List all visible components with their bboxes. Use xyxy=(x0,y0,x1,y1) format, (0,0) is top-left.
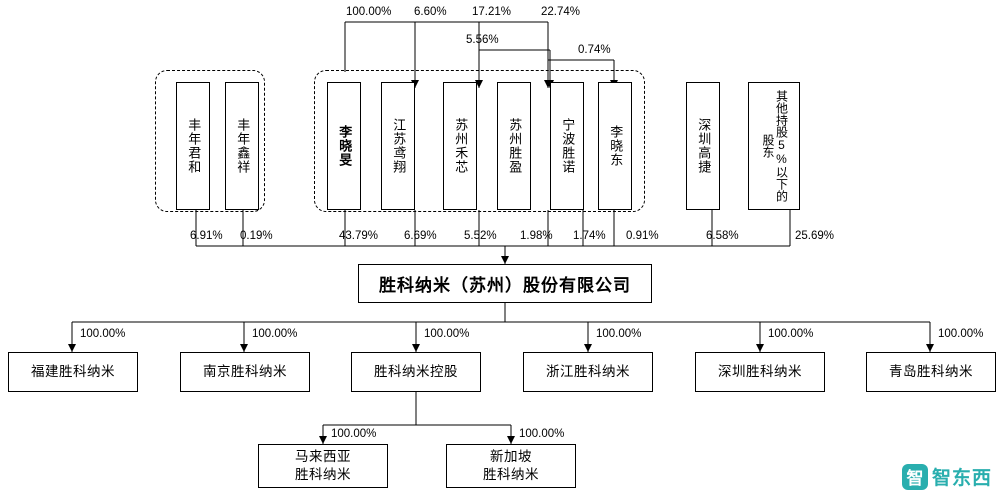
sub-subsidiary-node-singapore[interactable]: 新加坡 胜科纳米 xyxy=(446,444,576,488)
main-company-node[interactable]: 胜科纳米（苏州）股份有限公司 xyxy=(358,264,652,303)
pct-lixiaomin: 43.79% xyxy=(339,230,379,242)
watermark-logo-icon: 智 xyxy=(901,463,928,490)
sub-subsidiary-singapore-line2: 胜科纳米 xyxy=(483,467,539,482)
top-pct-1721: 17.21% xyxy=(472,6,512,18)
pct-shenzhengaojie: 6.58% xyxy=(706,230,739,242)
shareholder-node-suzhoushengying[interactable]: 苏州胜盈 xyxy=(497,82,531,210)
sub-subsidiary-node-malaysia[interactable]: 马来西亚 胜科纳米 xyxy=(258,444,388,488)
pct-sub-fujian: 100.00% xyxy=(80,328,126,340)
top-pct-100: 100.00% xyxy=(346,6,392,18)
shareholder-node-shenzhengaojie[interactable]: 深圳高捷 xyxy=(686,82,720,210)
pct-sub-holding: 100.00% xyxy=(424,328,470,340)
pct-suzhouhexin: 5.52% xyxy=(464,230,497,242)
pct-fengnianxinxiang: 0.19% xyxy=(240,230,273,242)
pct-other-shareholders: 25.69% xyxy=(795,230,835,242)
pct-sub-nanjing: 100.00% xyxy=(252,328,298,340)
watermark: 智 智东西 xyxy=(901,463,992,490)
shareholder-node-fengnianxinxiang[interactable]: 丰年鑫祥 xyxy=(225,82,259,210)
subsidiary-node-nanjing[interactable]: 南京胜科纳米 xyxy=(180,352,310,392)
top-pct-660: 6.60% xyxy=(414,6,447,18)
pct-suzhoushengying: 1.98% xyxy=(520,230,553,242)
subsidiary-node-shenzhen[interactable]: 深圳胜科纳米 xyxy=(695,352,825,392)
pct-subsub-malaysia: 100.00% xyxy=(331,428,377,440)
shareholder-node-other-under-5pct[interactable]: 其他持股5%以下的股东 xyxy=(748,82,800,210)
shareholder-group-2-box xyxy=(314,70,645,212)
pct-subsub-singapore: 100.00% xyxy=(519,428,565,440)
pct-sub-zhejiang: 100.00% xyxy=(596,328,642,340)
sub-subsidiary-singapore-line1: 新加坡 xyxy=(490,448,532,464)
shareholder-node-suzhouhexin[interactable]: 苏州禾芯 xyxy=(443,82,477,210)
top-pct-556: 5.56% xyxy=(466,34,499,46)
shareholder-node-lixiaodong[interactable]: 李晓东 xyxy=(598,82,632,210)
shareholder-node-jiangsuyuanxiang[interactable]: 江苏鸢翔 xyxy=(381,82,415,210)
subsidiary-node-zhejiang[interactable]: 浙江胜科纳米 xyxy=(523,352,653,392)
shareholder-node-lixiaomin[interactable]: 李晓旻 xyxy=(327,82,361,210)
pct-sub-shenzhen: 100.00% xyxy=(768,328,814,340)
subsidiary-node-holding[interactable]: 胜科纳米控股 xyxy=(351,352,481,392)
shareholder-node-fengnianjunhe[interactable]: 丰年君和 xyxy=(176,82,210,210)
top-pct-074: 0.74% xyxy=(578,44,611,56)
subsidiary-node-qingdao[interactable]: 青岛胜科纳米 xyxy=(866,352,996,392)
pct-lixiaodong: 0.91% xyxy=(626,230,659,242)
sub-subsidiary-malaysia-line2: 胜科纳米 xyxy=(295,467,351,482)
top-pct-2274: 22.74% xyxy=(541,6,581,18)
sub-subsidiary-malaysia-line1: 马来西亚 xyxy=(295,448,351,464)
pct-fengnianjunhe: 6.91% xyxy=(190,230,223,242)
subsidiary-node-fujian[interactable]: 福建胜科纳米 xyxy=(8,352,138,392)
watermark-text: 智东西 xyxy=(931,468,992,489)
pct-jiangsuyuanxiang: 6.69% xyxy=(404,230,437,242)
pct-sub-qingdao: 100.00% xyxy=(938,328,984,340)
shareholder-group-1-box xyxy=(155,70,265,212)
pct-ningboshengnuo: 1.74% xyxy=(573,230,606,242)
shareholder-node-ningboshengnuo[interactable]: 宁波胜诺 xyxy=(550,82,584,210)
